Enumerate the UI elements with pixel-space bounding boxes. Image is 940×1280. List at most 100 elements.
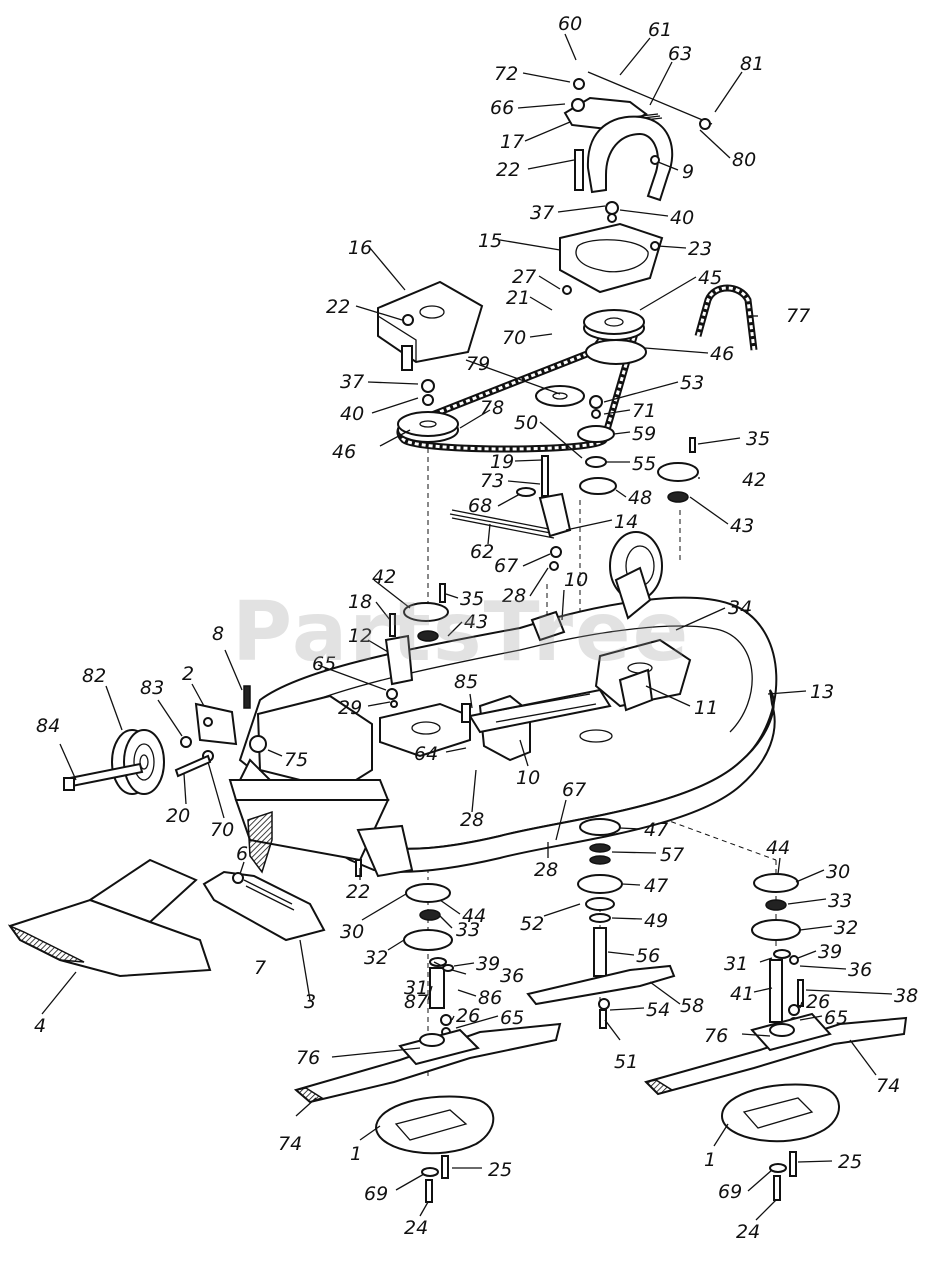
callout-39-left: 39 xyxy=(476,953,500,975)
callout-28-lower: 28 xyxy=(534,859,558,881)
callout-74-right: 74 xyxy=(876,1075,900,1097)
callout-35-left: 35 xyxy=(460,588,484,610)
callout-34: 34 xyxy=(728,597,752,619)
callout-numbers: 60 61 63 81 72 66 17 80 22 9 37 40 15 23… xyxy=(34,13,918,1243)
callout-81: 81 xyxy=(740,53,764,75)
belt-guard-upper xyxy=(559,222,664,295)
callout-59: 59 xyxy=(632,423,656,445)
callout-33-left: 33 xyxy=(456,919,480,941)
callout-70-lower: 70 xyxy=(210,819,234,841)
callout-50: 50 xyxy=(514,412,538,434)
callout-27: 27 xyxy=(512,266,536,288)
watermark-text: PartsTree xyxy=(232,585,691,680)
callout-7: 7 xyxy=(254,957,266,979)
callout-17: 17 xyxy=(500,131,524,153)
callout-37-top: 37 xyxy=(530,202,554,224)
parts-artwork xyxy=(7,33,908,1221)
callout-74-left: 74 xyxy=(278,1133,302,1155)
callout-46-left: 46 xyxy=(332,441,356,463)
callout-22-guard: 22 xyxy=(326,296,350,318)
callout-18: 18 xyxy=(348,591,372,613)
callout-36-left: 36 xyxy=(500,965,524,987)
callout-43-left: 43 xyxy=(464,611,488,633)
gauge-wheel xyxy=(609,531,663,620)
callout-71: 71 xyxy=(632,400,656,422)
callout-65-right: 65 xyxy=(824,1007,848,1029)
callout-64: 64 xyxy=(414,743,438,765)
callout-83: 83 xyxy=(140,677,164,699)
callout-44-right: 44 xyxy=(766,837,790,859)
callout-78: 78 xyxy=(480,397,504,419)
callout-30-left: 30 xyxy=(340,921,364,943)
callout-28-upper: 28 xyxy=(502,585,526,607)
front-bracket-assembly xyxy=(194,685,414,878)
callout-21: 21 xyxy=(506,287,530,309)
callout-77: 77 xyxy=(786,305,810,327)
callout-31-left: 31 xyxy=(404,977,428,999)
callout-11: 11 xyxy=(694,697,718,719)
callout-84: 84 xyxy=(36,715,60,737)
callout-46-right: 46 xyxy=(710,343,734,365)
callout-87: 87 xyxy=(404,991,428,1013)
idler-bracket-mid xyxy=(449,437,699,571)
callout-32-left: 32 xyxy=(364,947,388,969)
discharge-chute xyxy=(7,858,212,978)
callout-86: 86 xyxy=(478,987,502,1009)
callout-48: 48 xyxy=(628,487,652,509)
callout-76-left: 76 xyxy=(296,1047,320,1069)
callout-65-left: 65 xyxy=(500,1007,524,1029)
callout-3: 3 xyxy=(304,991,316,1013)
callout-25-left: 25 xyxy=(488,1159,512,1181)
callout-8: 8 xyxy=(212,623,224,645)
callout-41: 41 xyxy=(730,983,754,1005)
right-spindle-assembly xyxy=(644,873,908,1201)
callout-22-top: 22 xyxy=(496,159,520,181)
gauge-roller xyxy=(63,729,214,795)
callout-19: 19 xyxy=(490,451,514,473)
idler-arm-assembly xyxy=(563,71,713,223)
deflector-bracket xyxy=(202,859,362,942)
callout-70-upper: 70 xyxy=(502,327,526,349)
callout-52: 52 xyxy=(520,913,544,935)
callout-4: 4 xyxy=(34,1015,46,1037)
callout-31-right: 31 xyxy=(724,953,748,975)
callout-40-top: 40 xyxy=(670,207,694,229)
callout-57: 57 xyxy=(660,844,684,866)
callout-42-left: 42 xyxy=(372,566,396,588)
callout-67-upper: 67 xyxy=(494,555,518,577)
callout-54: 54 xyxy=(646,999,670,1021)
callout-42-right: 42 xyxy=(742,469,766,491)
callout-55: 55 xyxy=(632,453,656,475)
callout-51: 51 xyxy=(614,1051,638,1073)
callout-65-deck: 65 xyxy=(312,653,336,675)
callout-47-lower: 47 xyxy=(644,875,668,897)
left-spindle-assembly xyxy=(293,883,562,1203)
callout-45: 45 xyxy=(698,267,722,289)
callout-56: 56 xyxy=(636,945,660,967)
callout-28-mid: 28 xyxy=(460,809,484,831)
callout-36-right: 36 xyxy=(848,959,872,981)
callout-14: 14 xyxy=(614,511,638,533)
callout-30-right: 30 xyxy=(826,861,850,883)
callout-24-right: 24 xyxy=(736,1221,760,1243)
callout-20: 20 xyxy=(166,805,190,827)
callout-58: 58 xyxy=(680,995,704,1017)
callout-53: 53 xyxy=(680,372,704,394)
callout-2: 2 xyxy=(182,663,194,685)
callout-79: 79 xyxy=(466,353,490,375)
callout-76-right: 76 xyxy=(704,1025,728,1047)
belt-guard-left xyxy=(377,280,484,371)
callout-1-left: 1 xyxy=(350,1143,362,1165)
callout-29: 29 xyxy=(338,697,362,719)
callout-62: 62 xyxy=(470,541,494,563)
callout-1-right: 1 xyxy=(704,1149,716,1171)
callout-82: 82 xyxy=(82,665,106,687)
callout-40-left: 40 xyxy=(340,403,364,425)
callout-16: 16 xyxy=(348,237,372,259)
callout-69-left: 69 xyxy=(364,1183,388,1205)
callout-24-left: 24 xyxy=(404,1217,428,1239)
callout-49: 49 xyxy=(644,910,668,932)
callout-85: 85 xyxy=(454,671,478,693)
callout-68: 68 xyxy=(468,495,492,517)
